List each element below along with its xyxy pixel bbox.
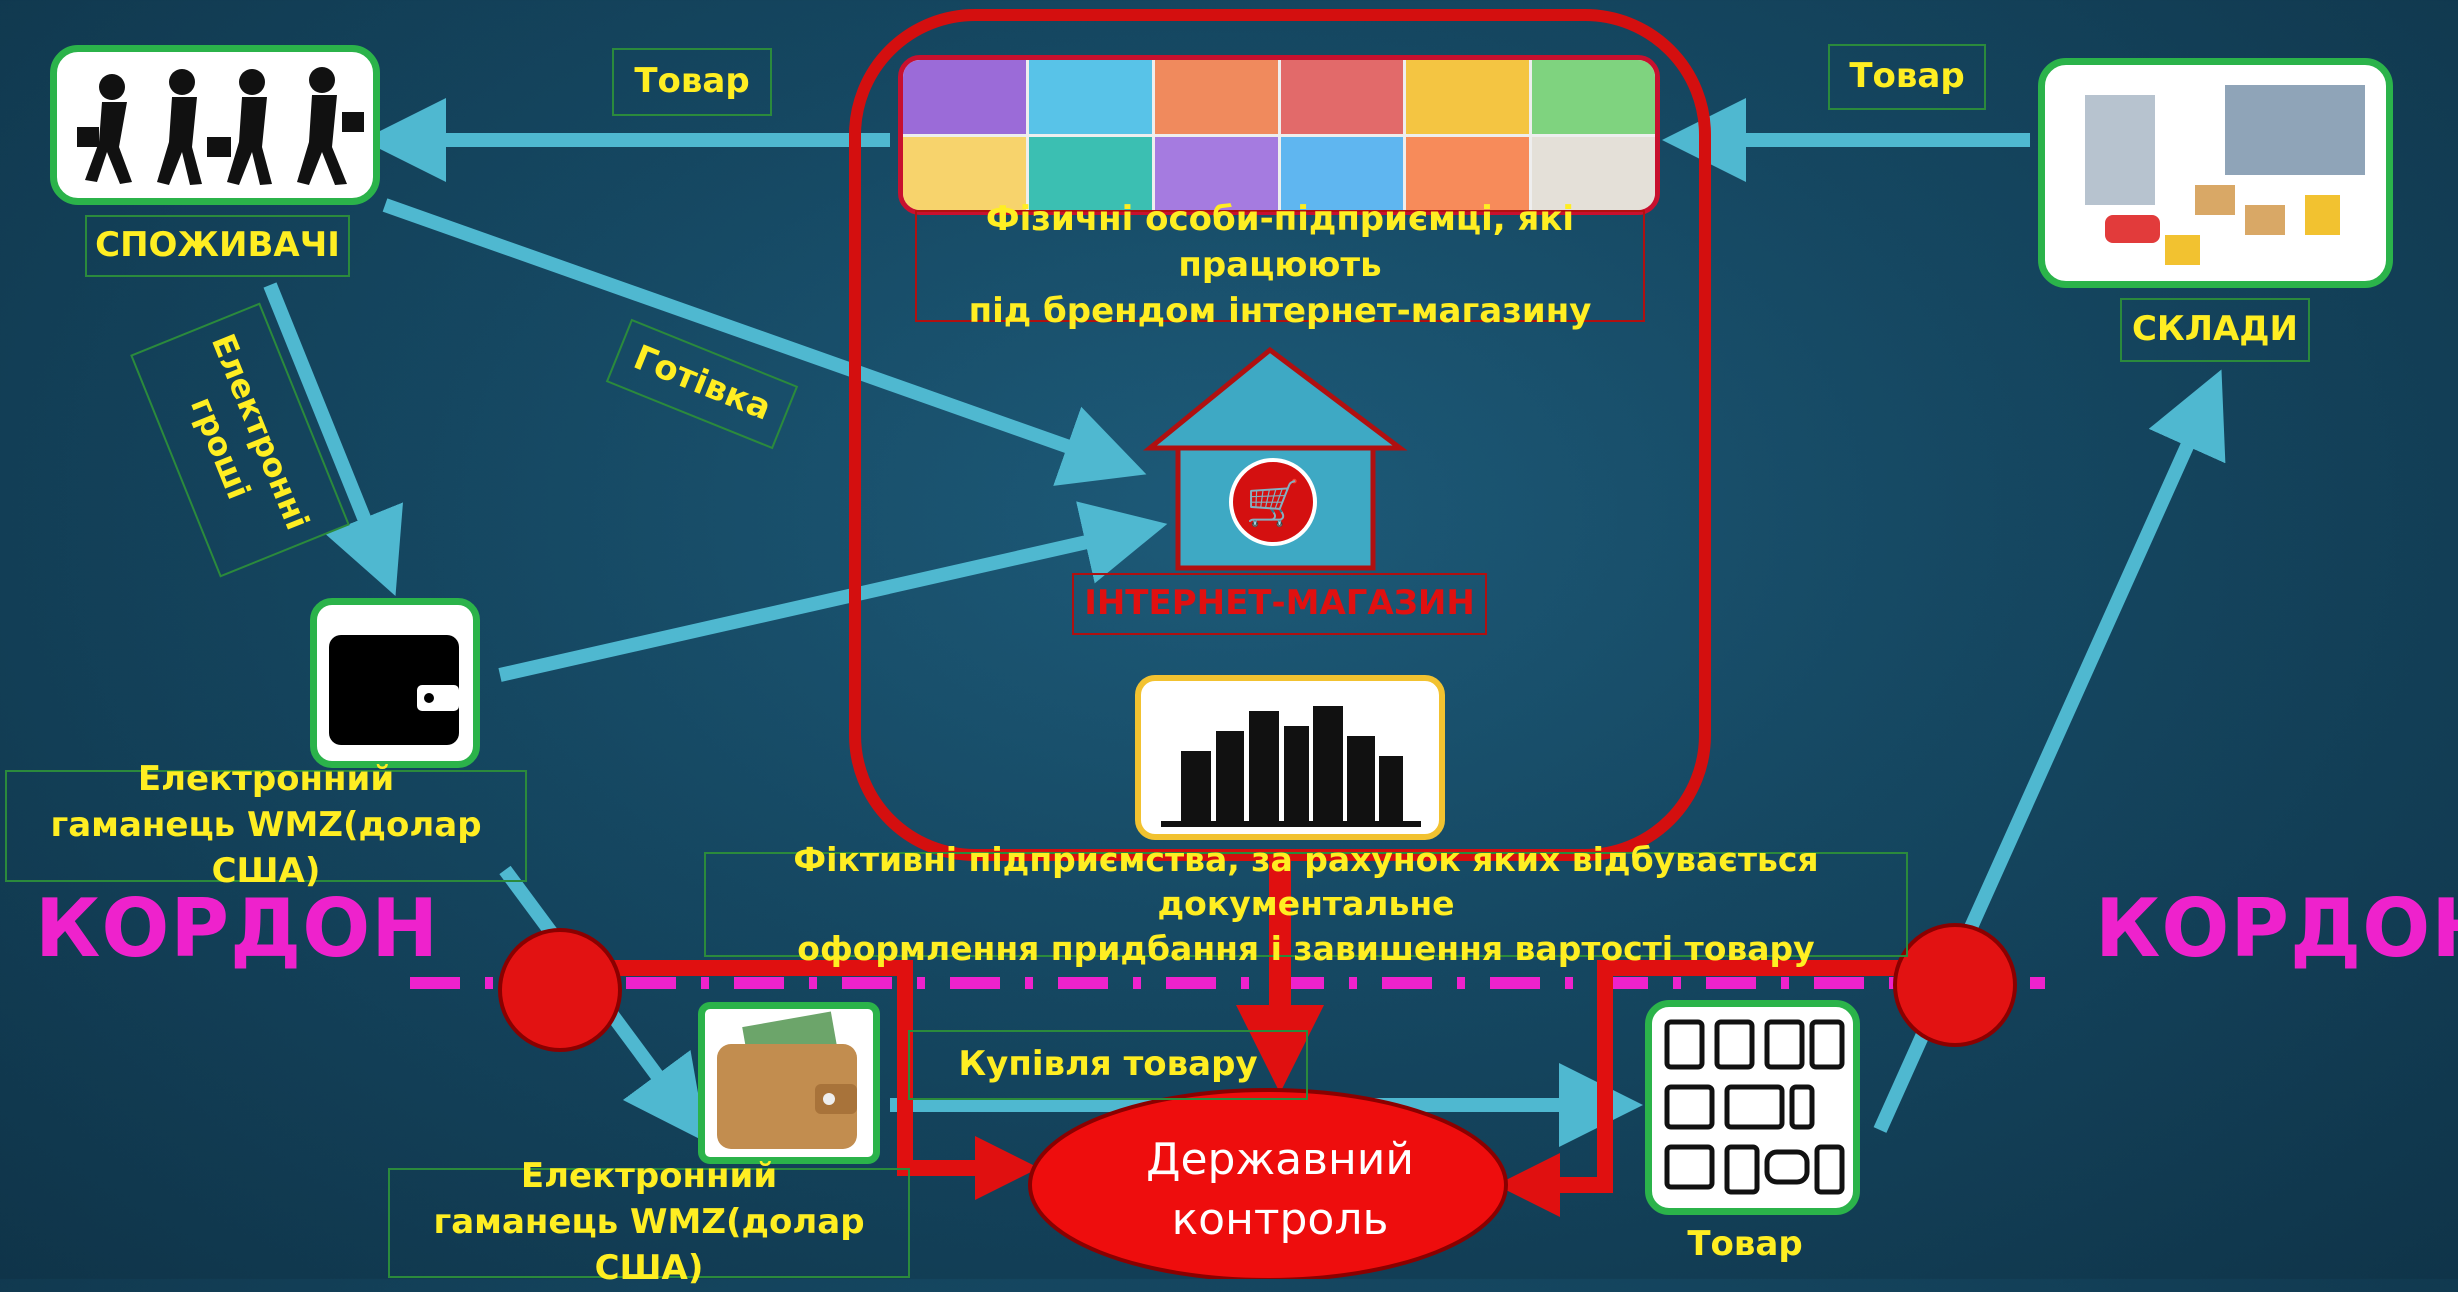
goods-label-left: Товар	[612, 48, 772, 116]
shoppers-icon	[50, 45, 380, 205]
wallet1-line-1: Електронний	[137, 759, 395, 800]
electronics-icon	[1645, 1000, 1860, 1215]
fictitious-line-2: оформлення придбання і завишення вартост…	[797, 928, 1815, 968]
border-checkpoint-left	[498, 928, 622, 1052]
border-label-left: КОРДОН	[35, 882, 440, 975]
arrow-e-money	[263, 282, 403, 596]
individuals-label: Фізичні особи-підприємці, які працюють п…	[915, 199, 1645, 331]
control-line-left	[560, 960, 1039, 1200]
wallet2-label: Електронний гаманець WMZ(долар США)	[388, 1156, 910, 1288]
wallet1-label: Електронний гаманець WMZ(долар США)	[5, 759, 527, 891]
purchase-label: Купівля товару	[908, 1030, 1308, 1100]
state-control-line-1: Державний	[1146, 1134, 1414, 1185]
individuals-line-2: під брендом інтернет-магазину	[968, 290, 1592, 331]
wallet1-line-2: гаманець WMZ(долар США)	[50, 805, 482, 891]
warehouses-label: СКЛАДИ	[2120, 298, 2310, 362]
people-avatars-icon	[898, 55, 1660, 215]
arrow-cash	[382, 198, 1147, 486]
arrow-wallet-to-shop	[498, 501, 1168, 682]
individuals-line-1: Фізичні особи-підприємці, які працюють	[985, 199, 1575, 286]
city-buildings-icon	[1135, 675, 1445, 840]
state-control-ellipse	[1028, 1088, 1508, 1279]
fictitious-line-1: Фіктивні підприємства, за рахунок яких в…	[793, 839, 1819, 924]
state-control-label: Державний контроль	[1030, 1130, 1530, 1250]
state-control-line-2: контроль	[1171, 1194, 1389, 1245]
wallet2-line-1: Електронний	[520, 1156, 778, 1197]
control-line-right	[1496, 960, 1965, 1217]
wallet-icon	[310, 598, 480, 768]
wallet-money-icon	[698, 1002, 880, 1164]
goods-label-bottom: Товар	[1687, 1224, 1803, 1265]
goods-label-right: Товар	[1828, 44, 1986, 110]
shop-house-icon: 🛒	[1142, 346, 1408, 571]
border-checkpoint-right	[1893, 923, 2017, 1047]
warehouse-icon	[2038, 58, 2393, 288]
wallet2-line-2: гаманець WMZ(долар США)	[433, 1202, 865, 1288]
fictitious-enterprises-label: Фіктивні підприємства, за рахунок яких в…	[704, 840, 1908, 968]
consumers-label: СПОЖИВАЧІ	[85, 215, 350, 277]
svg-text:🛒: 🛒	[1246, 478, 1301, 529]
border-label-right: КОРДОН	[2095, 882, 2458, 975]
internet-shop-label: ІНТЕРНЕТ-МАГАЗИН	[1072, 573, 1487, 635]
